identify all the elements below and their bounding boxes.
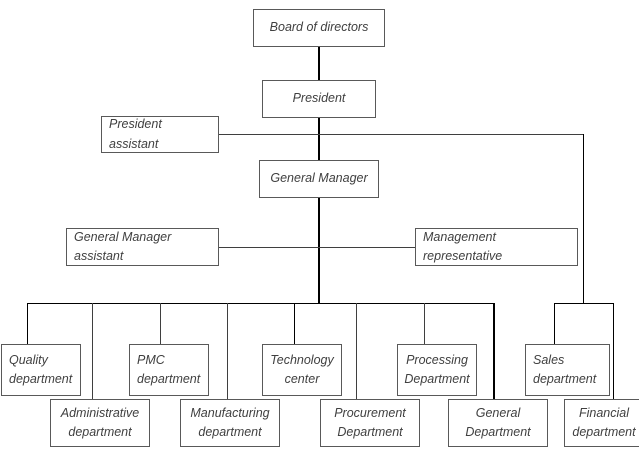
edge-president-assistant-horizontal [218, 134, 319, 135]
edge-drop-sales [554, 303, 555, 344]
node-financial-department[interactable]: Financial department [564, 399, 639, 447]
edge-drop-administrative [92, 303, 93, 399]
node-label: President [292, 91, 346, 106]
node-label: Procurement Department [334, 405, 406, 439]
edge-president-general-manager [318, 118, 320, 160]
node-label: Financial department [572, 405, 636, 439]
node-pmc-department[interactable]: PMC department [129, 344, 209, 396]
edge-drop-manufacturing [227, 303, 228, 399]
edge-drop-quality [27, 303, 28, 344]
node-label: Processing Department [404, 352, 470, 386]
node-label: PMC department [137, 352, 201, 386]
edge-sales-branch-riser [583, 134, 584, 303]
node-president[interactable]: President [262, 80, 376, 118]
node-label: General Manager assistant [74, 229, 172, 263]
node-general-manager[interactable]: General Manager [259, 160, 379, 198]
node-management-representative[interactable]: Management representative [415, 228, 578, 266]
node-label: Sales department [533, 352, 597, 386]
node-procurement-department[interactable]: Procurement Department [320, 399, 420, 447]
node-board-of-directors[interactable]: Board of directors [253, 9, 385, 47]
edge-drop-pmc [160, 303, 161, 344]
node-general-department[interactable]: General Department [448, 399, 548, 447]
edge-drop-general-department [493, 303, 495, 399]
node-label: Manufacturing department [190, 405, 270, 439]
edge-department-bus-bar [27, 303, 494, 304]
edge-board-president [318, 47, 320, 80]
node-technology-center[interactable]: Technology center [262, 344, 342, 396]
edge-president-assistant-to-sales-branch [319, 134, 584, 135]
node-label: Quality department [9, 352, 73, 386]
node-president-assistant[interactable]: President assistant [101, 116, 219, 153]
node-general-manager-assistant[interactable]: General Manager assistant [66, 228, 219, 266]
edge-sales-branch-bus-bar [554, 303, 614, 304]
node-label: Technology center [270, 352, 334, 386]
edge-general-manager-spine [318, 198, 320, 303]
edge-management-representative-horizontal [319, 247, 415, 248]
edge-drop-procurement [356, 303, 357, 399]
edge-general-manager-assistant-horizontal [218, 247, 319, 248]
edge-drop-processing [424, 303, 425, 344]
node-label: Administrative department [60, 405, 140, 439]
edge-drop-technology [294, 303, 295, 344]
node-processing-department[interactable]: Processing Department [397, 344, 477, 396]
node-manufacturing-department[interactable]: Manufacturing department [180, 399, 280, 447]
node-administrative-department[interactable]: Administrative department [50, 399, 150, 447]
node-label: Board of directors [269, 20, 369, 35]
node-quality-department[interactable]: Quality department [1, 344, 81, 396]
node-label: General Manager [270, 171, 368, 186]
node-label: Management representative [423, 229, 503, 263]
node-sales-department[interactable]: Sales department [525, 344, 610, 396]
edge-drop-financial [613, 303, 614, 399]
node-label: General Department [465, 405, 531, 439]
node-label: President assistant [109, 117, 162, 151]
